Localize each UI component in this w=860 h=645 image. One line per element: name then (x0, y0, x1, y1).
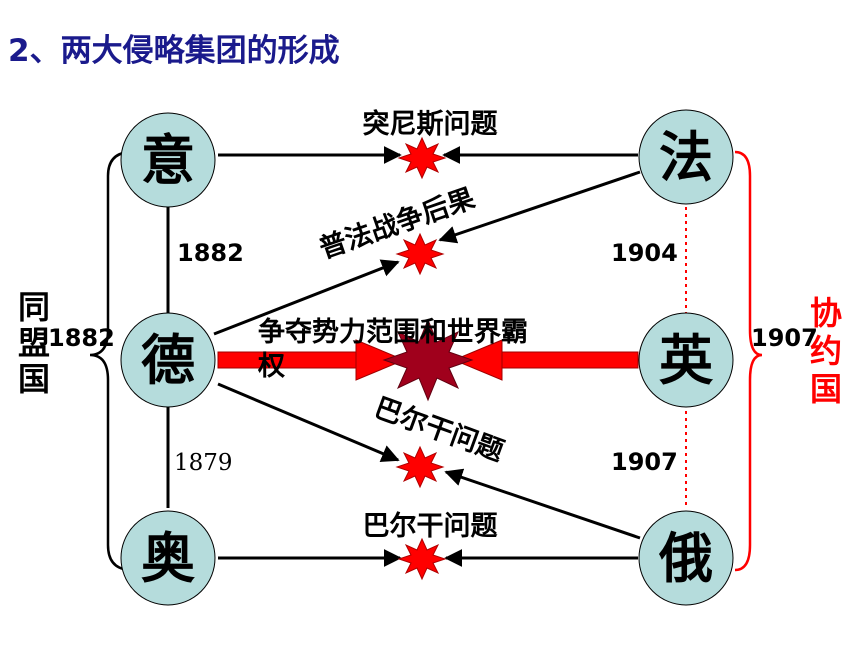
burst-balkan-1 (395, 445, 445, 489)
alliance-brace (89, 150, 133, 572)
year-italy-germany: 1882 (177, 239, 244, 267)
node-italy: 意 (120, 112, 216, 208)
issue-tunisia: 突尼斯问题 (363, 108, 498, 140)
arrow-germany-hegemony (217, 339, 406, 381)
node-britain-label: 英 (659, 329, 714, 392)
node-germany-label: 德 (141, 329, 195, 392)
burst-tunisia (397, 136, 447, 180)
burst-hegemony (382, 318, 474, 402)
issue-balkan-2: 巴尔干问题 (363, 511, 498, 542)
node-germany: 德 (120, 312, 216, 408)
issue-hegemony-line2: 权 (257, 351, 285, 382)
node-austria-label: 奥 (141, 527, 195, 590)
node-britain: 英 (638, 312, 734, 408)
node-italy-label: 意 (141, 129, 195, 192)
group-label-triple-entente: 协 约 国 (810, 294, 842, 408)
page-title: 2、两大侵略集团的形成 (8, 33, 340, 69)
alliance-char-3: 国 (18, 360, 50, 398)
group-label-triple-alliance: 同 盟 国 (18, 288, 50, 398)
burst-balkan-2 (397, 537, 447, 581)
arrow-britain-hegemony (452, 339, 639, 381)
issue-franco-prussian: 普法战争后果 (315, 182, 479, 265)
year-france-britain: 1904 (611, 239, 678, 267)
arrow-russia-balkan (444, 468, 641, 540)
node-russia: 俄 (638, 510, 734, 606)
year-triple-alliance: 1882 (48, 324, 115, 352)
node-russia-label: 俄 (658, 527, 713, 590)
entente-char-1: 协 (810, 294, 842, 332)
issue-hegemony-line1: 争夺势力范围和世界霸 (258, 317, 528, 348)
alliance-char-2: 盟 (18, 324, 50, 362)
arrow-germany-franco-prussian (213, 259, 400, 336)
node-france-label: 法 (659, 126, 713, 189)
node-france: 法 (638, 109, 734, 205)
entente-char-3: 国 (810, 370, 842, 408)
node-austria: 奥 (120, 510, 216, 606)
burst-franco-prussian (395, 232, 445, 276)
arrow-france-franco-prussian (438, 170, 641, 244)
arrow-germany-balkan (217, 382, 400, 462)
year-britain-russia: 1907 (611, 448, 678, 476)
alliance-char-1: 同 (18, 288, 50, 326)
year-triple-entente: 1907 (751, 324, 818, 352)
year-germany-austria: 1879 (174, 450, 233, 476)
entente-char-2: 约 (810, 332, 842, 370)
entente-brace (734, 150, 763, 572)
